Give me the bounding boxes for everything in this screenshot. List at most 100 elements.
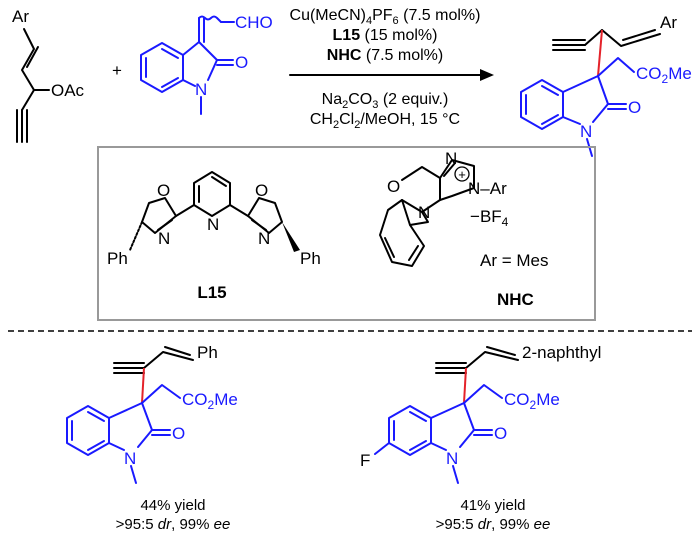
nhc-precatalyst: O N N–Ar N + −BF4 Ar = Mes NHC	[379, 149, 549, 309]
ex2-ester-label: CO2Me	[504, 390, 560, 412]
ring-double-bond	[409, 440, 427, 451]
alkene-double-bond	[26, 46, 39, 68]
product-styryl-bond	[601, 29, 661, 47]
wavy-bond	[198, 15, 222, 23]
ex1-benzene-ring	[66, 405, 110, 456]
right-oxazoline-ring	[247, 197, 283, 234]
left-ph-label: Ph	[107, 249, 128, 268]
ring-double-bond	[541, 85, 559, 96]
ex2-selectivity: >95:5 dr, 99% ee	[436, 516, 551, 533]
right-oxazoline-o: O	[255, 181, 268, 200]
right-ph-label: Ph	[300, 249, 321, 268]
ex2-yield: 41% yield	[460, 497, 525, 514]
positive-charge-circle	[454, 166, 470, 182]
ex1-ester-label: CO2Me	[182, 390, 238, 412]
oxindole-aldehyde-reagent: O N CHO	[140, 13, 273, 115]
c2-n-bond	[207, 59, 218, 81]
c3a-c3-bond	[182, 41, 200, 56]
propargyl-bond	[21, 89, 35, 111]
ester-chain-bond	[597, 57, 635, 77]
pyridine-double-bond	[211, 176, 227, 187]
right-phenyl-wedge-bond	[282, 222, 300, 252]
n-c7a-bond	[562, 116, 581, 125]
ex1-o-label: O	[172, 424, 185, 443]
product-ester-label: CO2Me	[636, 64, 692, 86]
nhc-caption: NHC	[497, 290, 534, 309]
product-structure: Ar O N CO2Me	[520, 13, 692, 157]
c3a-c3-bond	[562, 75, 599, 93]
cho-label: CHO	[235, 13, 273, 32]
left-oxazoline-ring	[141, 197, 177, 234]
ex1-new-cc-bond	[141, 367, 145, 404]
catalyst-text: Cu(MeCN)4PF6 (7.5 mol%)	[290, 7, 481, 27]
c2-n-bond	[592, 103, 609, 123]
ex2-new-cc-bond	[463, 367, 467, 404]
left-cn-double-bond	[157, 219, 173, 231]
ex1-selectivity: >95:5 dr, 99% ee	[116, 516, 231, 533]
ring-double-bond	[161, 77, 179, 88]
product-ar-label: Ar	[660, 13, 677, 32]
ex1-c2-n	[137, 429, 153, 448]
pyridine-n-label: N	[207, 215, 219, 234]
reaction-arrow-head	[480, 69, 494, 81]
ar-mes-label: Ar = Mes	[480, 251, 549, 270]
example-product-2: 2-naphthyl F O N CO2Me 41% yield >95:5 d…	[360, 343, 601, 533]
triazole-n-ar: N–Ar	[468, 179, 507, 198]
product-n-label: N	[580, 122, 592, 141]
ex2-c3a-c3	[430, 402, 465, 419]
base-text: Na2CO3 (2 equiv.)	[322, 91, 449, 111]
product-ch-bond	[584, 29, 603, 46]
oac-label: OAc	[51, 81, 85, 100]
product-alkene-double-bond	[622, 29, 656, 41]
product-o-label: O	[628, 98, 641, 117]
oxo-o-label: O	[235, 53, 248, 72]
ex2-n-label: N	[446, 449, 458, 468]
indane-double-bond	[384, 237, 395, 258]
pyridine-ring	[193, 171, 231, 217]
benzene-ring	[140, 42, 184, 93]
positive-charge: +	[458, 167, 466, 182]
ex1-n-c7a	[108, 442, 125, 451]
nhc-text: NHC (7.5 mol%)	[327, 47, 443, 64]
nhc-o-label: O	[387, 177, 400, 196]
left-phenyl-hashed-bond	[129, 221, 143, 251]
example-product-1: Ph O N CO2Me 44% yield >95:5 dr, 99% ee	[66, 343, 238, 533]
ex2-c2-n	[459, 429, 475, 448]
ex1-n-label: N	[124, 449, 136, 468]
triazole-ring	[439, 159, 475, 201]
ligand-text: L15 (15 mol%)	[333, 27, 438, 44]
ex2-c3-c2	[463, 402, 475, 431]
right-cn-double-bond	[251, 219, 267, 231]
indane-double-bond	[408, 245, 419, 261]
ex1-n-methyl	[130, 465, 137, 484]
ring-double-bond	[541, 114, 559, 125]
c3-c2-bond	[198, 41, 218, 61]
l15-caption: L15	[197, 283, 226, 302]
catalyst-structures-box: N O N Ph O N Ph L15 O N N–Ar	[97, 146, 596, 321]
enyne-acetate-reagent: Ar OAc	[12, 7, 85, 143]
left-oxazoline-link	[175, 204, 195, 217]
example-1-ph: Ph	[197, 343, 218, 362]
ring-double-bond	[87, 411, 105, 422]
ex2-n-methyl	[452, 465, 459, 484]
ex2-benzene-ring	[388, 405, 432, 456]
ex2-n-c7a	[430, 442, 447, 451]
triazole-double-bond	[443, 162, 456, 177]
triazole-n3: N	[418, 203, 430, 222]
example-2-naphthyl: 2-naphthyl	[522, 343, 601, 362]
n-label: N	[195, 80, 207, 99]
oxazine-ring	[401, 166, 441, 213]
ring-double-bond	[87, 440, 105, 451]
left-oxazoline-n: N	[158, 229, 170, 248]
right-oxazoline-link	[229, 204, 249, 217]
ex1-alkene-double-bond	[164, 346, 191, 356]
styryl-chain-bond	[21, 28, 35, 91]
plus-sign: +	[112, 61, 122, 80]
ar-label: Ar	[12, 7, 29, 26]
ex2-f-label: F	[360, 451, 370, 470]
c3-c2-bond	[597, 75, 609, 105]
ex2-styryl-bond	[465, 351, 519, 369]
ex2-alkene-double-bond	[486, 346, 516, 356]
ring-double-bond	[409, 411, 427, 422]
